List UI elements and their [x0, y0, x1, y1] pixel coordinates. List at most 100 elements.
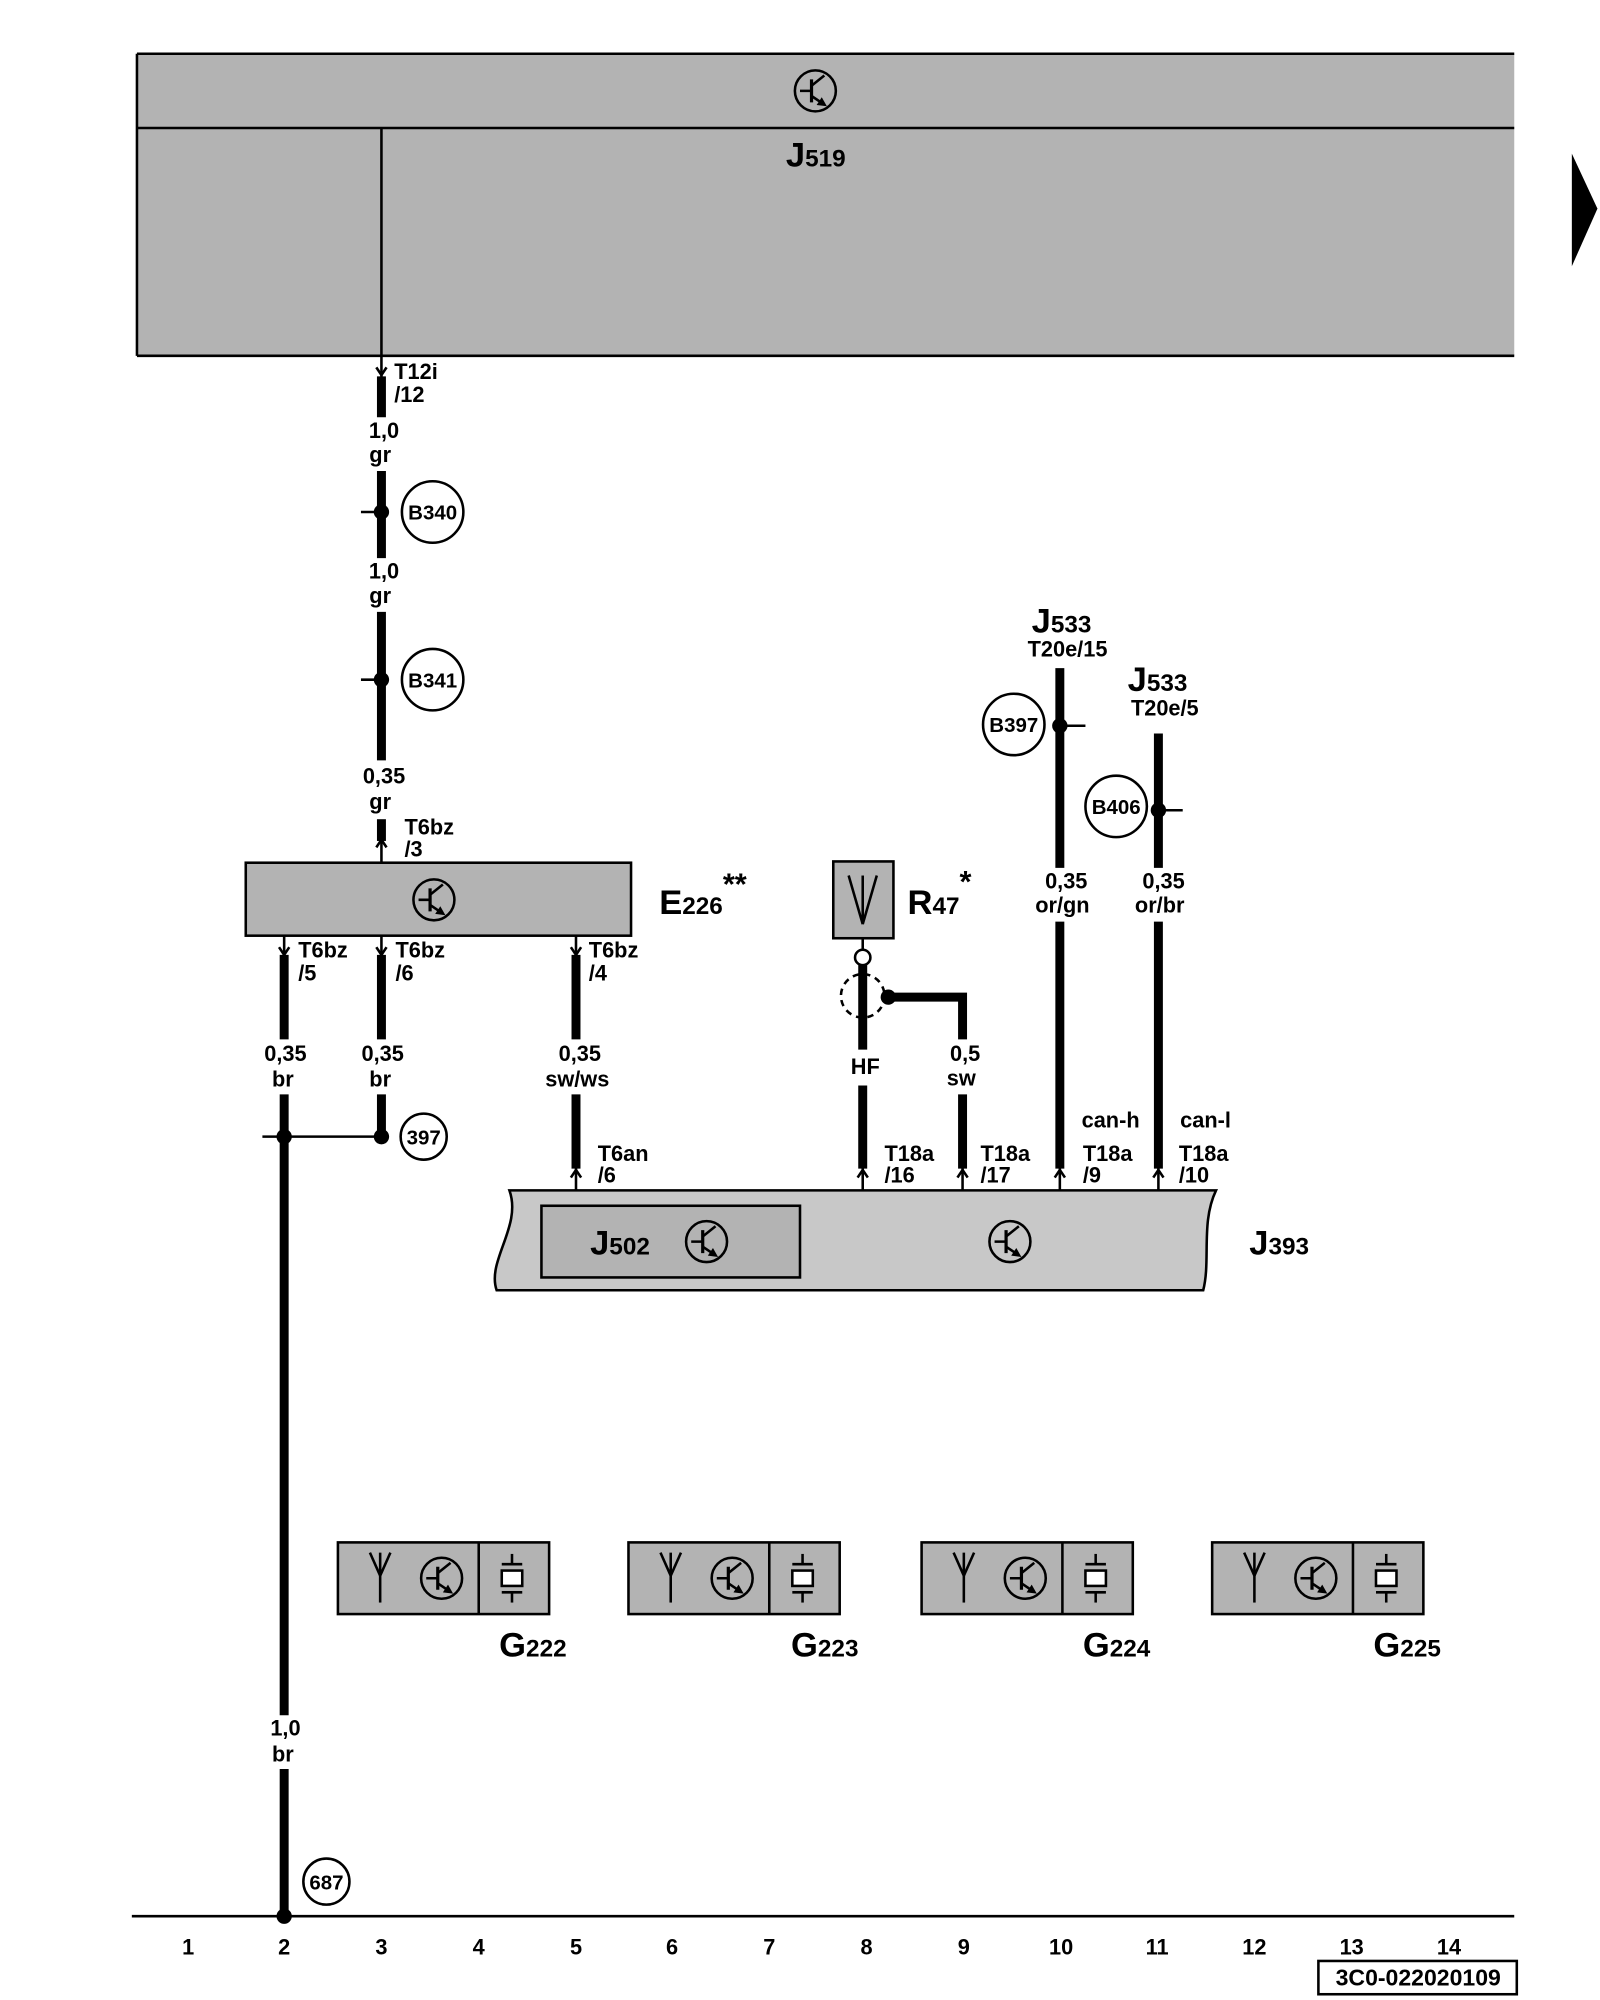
- g223-label-number: 223: [818, 1635, 859, 1662]
- r47-antenna: R47*: [832, 860, 972, 967]
- antenna-right-arm: [861, 875, 879, 925]
- splice-b340-label: B340: [408, 502, 457, 525]
- column-number: 11: [1146, 1935, 1169, 1960]
- e226-label-footnote-mark: **: [723, 867, 747, 902]
- signal-hf-label: HF: [851, 1054, 880, 1079]
- wire-size-label: 0,5: [950, 1041, 980, 1066]
- wire-color-label: gr: [369, 442, 391, 467]
- wire-size-label: 0,35: [264, 1041, 306, 1066]
- antenna-right-arm: [962, 1552, 976, 1577]
- wire-color-label: br: [272, 1067, 294, 1092]
- g225-label-letter: G: [1373, 1626, 1400, 1664]
- g224-label-letter: G: [1083, 1626, 1110, 1664]
- column-number: 1: [182, 1935, 194, 1960]
- wire-color-label: sw: [947, 1065, 976, 1090]
- splice-b341-label: B341: [408, 669, 457, 692]
- connector-housing-label: T6an: [598, 1141, 649, 1166]
- wire-color-label: sw/ws: [545, 1067, 609, 1092]
- antenna-right-arm: [378, 1552, 392, 1577]
- wire-col2: T6bz /5 0,35 br 1,0 br: [264, 935, 348, 1924]
- wire-col8-col9: HF T18a /16 0,5 sw T18a /17: [839, 965, 1031, 1191]
- e226-label-letter: E: [659, 884, 682, 922]
- g225-sensor: G225: [1210, 1541, 1441, 1664]
- wire-col3-lower: T6bz /6 0,35 br 397: [262, 935, 448, 1161]
- sensor-element-icon: [791, 1553, 815, 1603]
- column-number: 13: [1340, 1935, 1364, 1960]
- connector-housing-label: T6bz: [298, 937, 348, 962]
- column-number: 2: [278, 1935, 290, 1960]
- sensor-element-icon: [1374, 1553, 1398, 1603]
- wire-size-label: 0,35: [1045, 868, 1087, 893]
- ground-bus: 687: [131, 1857, 1515, 1918]
- antenna-terminal: [853, 948, 872, 967]
- j533-pin-label: T20e/15: [1028, 637, 1108, 662]
- ground-point-397-ring: [399, 1112, 448, 1161]
- g222-label: G222: [499, 1626, 566, 1664]
- j519-label: J519: [786, 136, 846, 174]
- document-id-frame: [1317, 1959, 1519, 1996]
- r47-label-number: 47: [932, 893, 959, 920]
- sensor-crystal: [500, 1569, 524, 1588]
- splice-b406-label: B406: [1092, 796, 1141, 819]
- connector-pin-label: /17: [980, 1163, 1010, 1188]
- j393-label: J393: [1249, 1224, 1309, 1262]
- j502-housing: [540, 1204, 802, 1279]
- g222-label-letter: G: [499, 1626, 526, 1664]
- wire-color-label: br: [272, 1741, 294, 1766]
- wire-color-label: br: [369, 1067, 391, 1092]
- connector-pin-label: /10: [1179, 1163, 1209, 1188]
- antenna-right-arm: [1253, 1552, 1266, 1577]
- ground-point-687-label: 687: [309, 1871, 343, 1894]
- document-id: 3C0-022020109: [1336, 1964, 1501, 1990]
- antenna-left-arm: [659, 1552, 672, 1577]
- wire-size-label: 0,35: [559, 1041, 601, 1066]
- wire-size-label: 1,0: [369, 559, 399, 584]
- g222-sensor: G222: [336, 1541, 567, 1664]
- wire-color-label: gr: [369, 789, 391, 814]
- e226-housing: [244, 861, 633, 937]
- connector-pin-label: /16: [884, 1163, 914, 1188]
- wire-size-label: 0,35: [1142, 868, 1184, 893]
- column-number: 9: [958, 1935, 970, 1960]
- wire-col5: T6bz /4 0,35 sw/ws T6an /6: [545, 935, 649, 1206]
- g223-label-letter: G: [791, 1626, 818, 1664]
- splice-b397-ring: [981, 692, 1046, 757]
- splice-b406-ring: [1084, 774, 1149, 839]
- wire-color-label: or/gn: [1035, 893, 1089, 918]
- connector-housing-label: T18a: [1083, 1141, 1133, 1166]
- wire-color-label: gr: [369, 583, 391, 608]
- column-number: 5: [570, 1935, 582, 1960]
- connector-pin-label: /3: [404, 836, 422, 861]
- column-number: 4: [473, 1935, 485, 1960]
- shield-node: [880, 989, 896, 1005]
- antenna-icon: [952, 1552, 976, 1603]
- g222-label-number: 222: [526, 1635, 567, 1662]
- shield-wire: [883, 992, 968, 1040]
- j533-pin-label: T20e/5: [1131, 696, 1199, 721]
- connector-housing-label: T6bz: [589, 937, 639, 962]
- j533-label-number: 533: [1147, 670, 1188, 697]
- antenna-right-arm: [669, 1552, 683, 1577]
- j533-label-letter: J: [1032, 602, 1051, 640]
- connector-housing-label: T6bz: [396, 937, 446, 962]
- g223-label: G223: [791, 1626, 858, 1664]
- signal-can-l-label: can-l: [1180, 1108, 1231, 1133]
- splice-node: [373, 672, 390, 688]
- connector-housing-label: T18a: [980, 1141, 1030, 1166]
- antenna-left-arm: [1242, 1552, 1256, 1577]
- j533-label-letter: J: [1128, 661, 1147, 699]
- g224-sensor: G224: [920, 1541, 1151, 1664]
- column-number: 6: [666, 1935, 678, 1960]
- connector-pin-label: /6: [598, 1163, 616, 1188]
- j519-label-letter: J: [786, 136, 805, 174]
- antenna-icon: [847, 875, 879, 925]
- j519-label-number: 519: [805, 145, 846, 172]
- wire-col11-can-low: J533 T20e/5 B406 0,35 or/br can-l T18a /…: [1084, 661, 1231, 1191]
- antenna-left-arm: [847, 875, 864, 925]
- sensor-crystal: [1374, 1569, 1398, 1588]
- e226-label: E226**: [659, 867, 747, 922]
- j519-housing: [136, 53, 1515, 356]
- column-number: 8: [861, 1935, 873, 1960]
- column-number: 7: [763, 1935, 775, 1960]
